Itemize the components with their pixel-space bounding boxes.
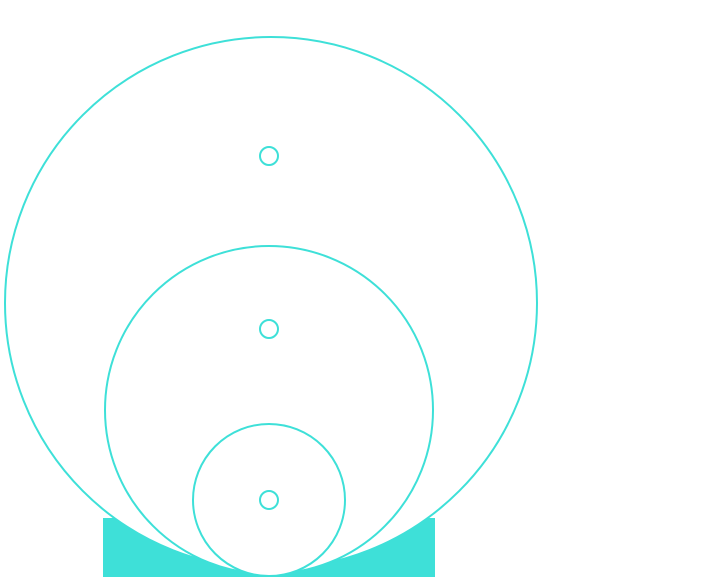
center-marker-small xyxy=(259,490,279,510)
center-marker-medium xyxy=(259,319,279,339)
center-marker-large xyxy=(259,146,279,166)
